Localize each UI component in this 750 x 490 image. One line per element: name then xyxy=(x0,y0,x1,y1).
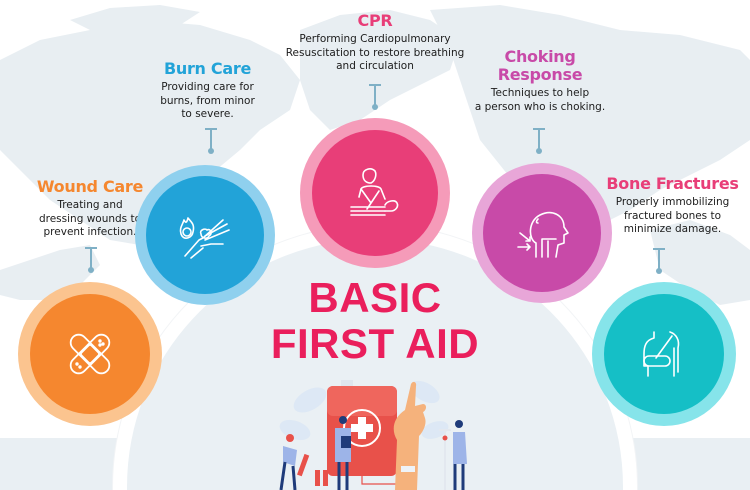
cpr-icon xyxy=(350,168,399,216)
choking-response-badge xyxy=(472,163,612,303)
bone-fractures-badge xyxy=(592,282,736,426)
throat-choking-icon xyxy=(517,211,569,258)
connector-pin xyxy=(85,247,97,273)
card-title: CPR xyxy=(357,11,393,30)
card-choking-response: Choking Response Techniques to help a pe… xyxy=(460,48,620,114)
card-title: Burn Care xyxy=(163,59,252,78)
card-description: Performing Cardiopulmonary Resuscitation… xyxy=(285,33,465,72)
card-wound-care: Wound Care Treating and dressing wounds … xyxy=(0,178,180,240)
card-title: Bone Fractures xyxy=(606,174,739,193)
bandage-icon xyxy=(69,333,111,375)
card-cpr: CPR Performing Cardiopulmonary Resuscita… xyxy=(275,12,475,74)
card-title: Choking Response xyxy=(497,47,583,84)
card-description: Treating and dressing wounds to prevent … xyxy=(38,199,142,238)
arm-sling-icon xyxy=(643,331,680,377)
medical-staff-figure-icon xyxy=(279,434,328,490)
connector-pin xyxy=(205,128,217,154)
medical-staff-figure-icon xyxy=(335,416,351,490)
card-title: Wound Care xyxy=(36,177,144,196)
cpr-badge xyxy=(300,118,450,268)
wound-care-badge xyxy=(18,282,162,426)
first-aid-illustration xyxy=(279,380,467,490)
connector-pin xyxy=(533,128,545,154)
burned-hand-icon xyxy=(179,217,230,259)
hand-icon xyxy=(393,381,426,490)
burn-care-badge xyxy=(135,165,275,305)
card-bone-fractures: Bone Fractures Properly immobilizing fra… xyxy=(595,175,750,237)
connector-pin xyxy=(369,84,381,110)
page-title: BASIC FIRST AID xyxy=(270,274,480,367)
medical-staff-figure-icon xyxy=(442,420,467,490)
card-description: Properly immobilizing fractured bones to… xyxy=(615,196,730,235)
card-description: Techniques to help a person who is choki… xyxy=(474,87,606,113)
card-description: Providing care for burns, from minor to … xyxy=(160,81,255,120)
connector-pin xyxy=(653,248,665,274)
card-burn-care: Burn Care Providing care for burns, from… xyxy=(140,60,275,122)
